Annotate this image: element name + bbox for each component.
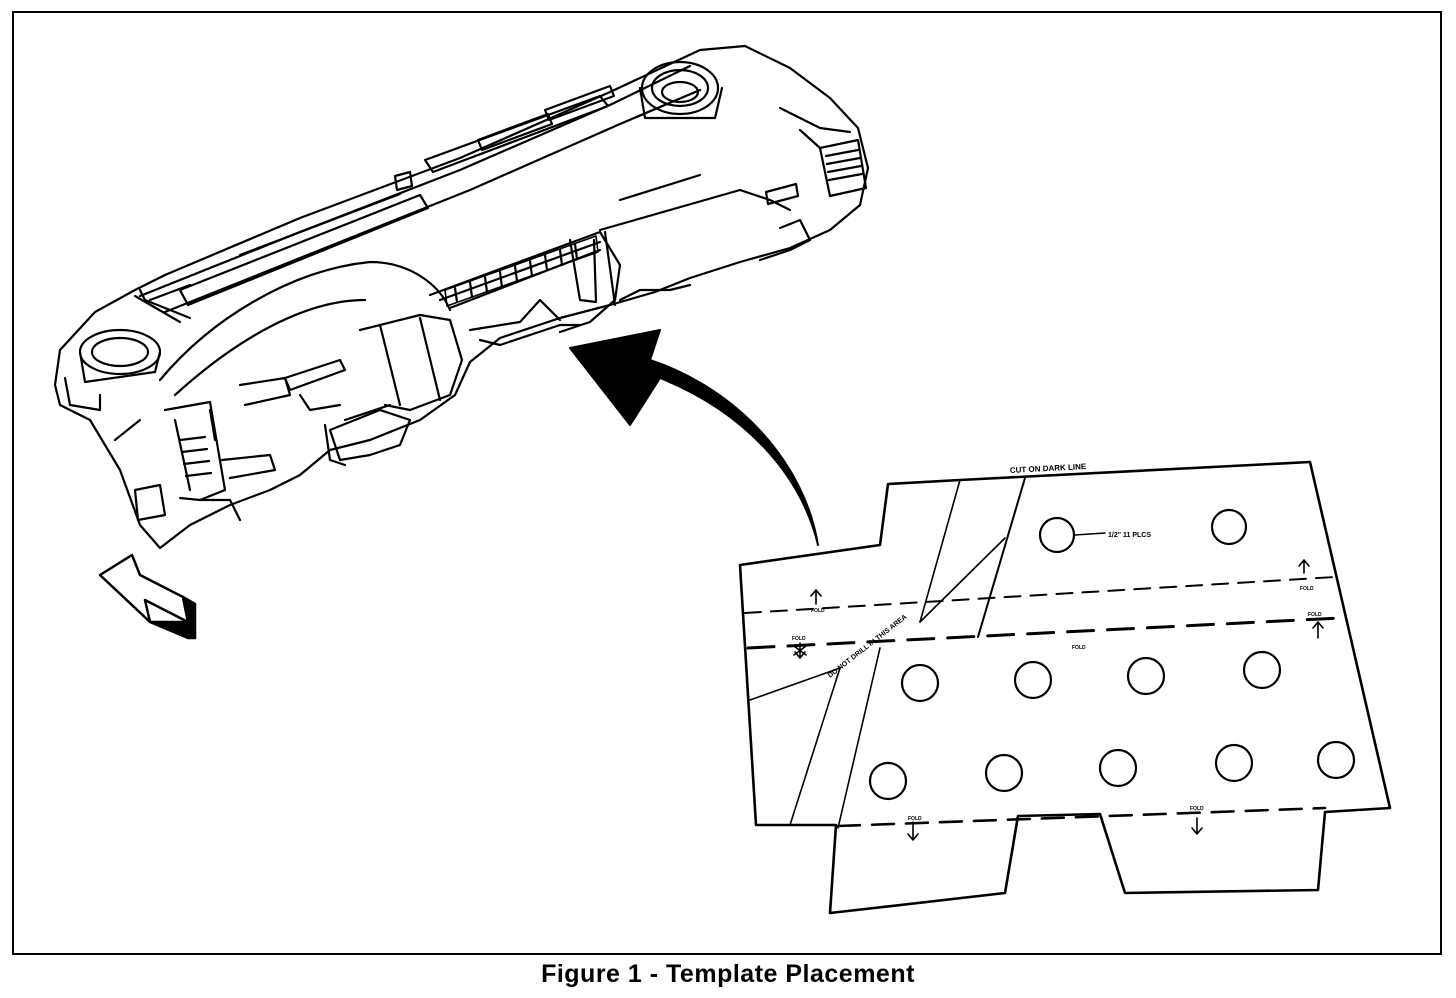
fold-label: FOLD bbox=[908, 816, 922, 822]
fold-arrows bbox=[793, 559, 1324, 841]
fold-label: FOLD bbox=[1300, 586, 1314, 592]
figure-frame bbox=[12, 11, 1442, 955]
figure-caption: Figure 1 - Template Placement bbox=[541, 960, 915, 988]
hole-label: 1/2" 11 PLCS bbox=[1108, 532, 1151, 539]
front-direction-arrow bbox=[98, 553, 197, 640]
fold-label: FOLD bbox=[1308, 612, 1322, 618]
cut-label: CUT ON DARK LINE bbox=[1010, 462, 1087, 475]
fold-label: FOLD bbox=[1190, 806, 1204, 812]
no-drill-label: DO NOT DRILL IN THIS AREA bbox=[827, 614, 909, 680]
fold-label: FOLD bbox=[792, 636, 806, 642]
dashboard-illustration bbox=[53, 44, 870, 550]
template-holes bbox=[868, 508, 1356, 801]
fold-label: FOLD bbox=[811, 608, 825, 614]
placement-arrow bbox=[569, 329, 819, 546]
fold-label: FOLD bbox=[1072, 645, 1086, 651]
template-drawing bbox=[738, 460, 1392, 915]
